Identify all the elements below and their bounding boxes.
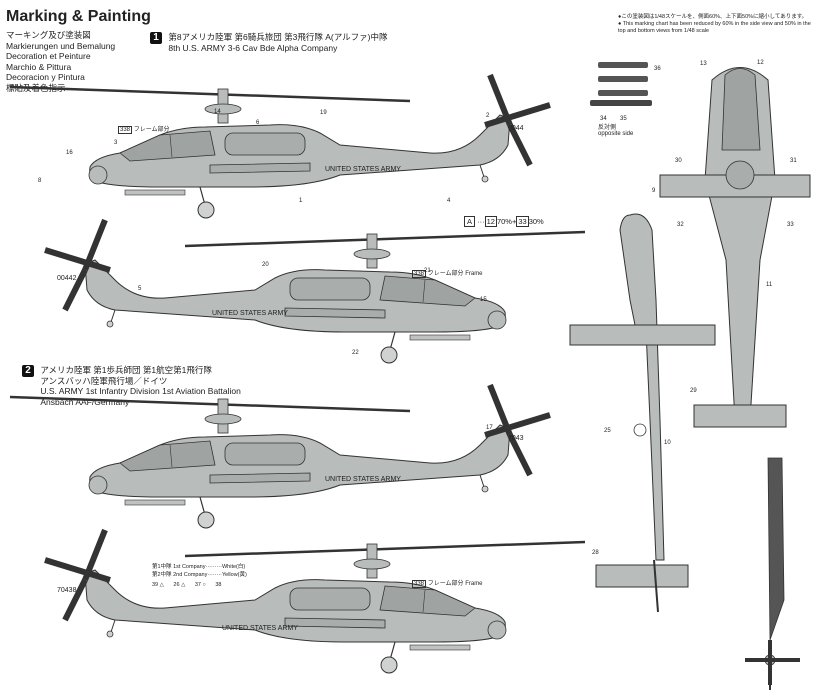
callout-28: 28 — [592, 550, 599, 556]
color-code-a: A — [464, 216, 476, 227]
scale-note: ●この塗装図は1/48スケールを、側面60%、上下面50%に縮小してあります。 … — [618, 14, 811, 35]
callout-25: 25 — [604, 428, 611, 434]
army-text-4: UNITED STATES ARMY — [222, 625, 298, 632]
frame-code-1: 338 — [118, 126, 133, 134]
subtitle-fr: Decoration et Peinture — [6, 51, 91, 61]
legend-num-38: 38 — [215, 582, 222, 588]
serial-2: 00442 — [57, 275, 77, 282]
callout-3: 3 — [114, 140, 118, 146]
subtitle-es: Decoracion y Pintura — [6, 72, 85, 82]
callout-2: 2 — [486, 113, 490, 119]
callout-15: 15 — [480, 297, 487, 303]
frame-jp-3: フレーム部分 — [427, 581, 464, 587]
side-view-3 — [10, 385, 550, 528]
callout-9: 9 — [652, 188, 656, 194]
color-33: 33 — [516, 216, 529, 227]
callout-33: 33 — [787, 222, 794, 228]
serial-1: 0044 — [508, 125, 524, 132]
callout-13: 13 — [700, 61, 707, 67]
callout-34: 34 — [600, 116, 607, 122]
callout-36: 36 — [654, 66, 661, 72]
plus-sign: + — [511, 217, 517, 226]
frame-en-2: Frame — [465, 271, 483, 277]
unit2-number: 2 — [22, 365, 34, 377]
callout-21: 21 — [424, 268, 431, 274]
frame-en-3: Frame — [465, 581, 483, 587]
frame-jp-2: フレーム部分 — [427, 271, 464, 277]
scale-note-jp: ●この塗装図は1/48スケールを、側面60%、上下面50%に縮小してあります。 — [618, 14, 808, 20]
legend-num-39: 39 — [152, 582, 159, 588]
side-view-4 — [45, 530, 585, 673]
side-view-1 — [10, 75, 550, 218]
unit1-jp: 第8アメリカ陸軍 第6騎兵旅団 第3飛行隊 A(アルファ)中隊 — [168, 32, 388, 42]
color-12-pct: 70% — [496, 217, 512, 226]
frame-code-2: 338 — [412, 270, 427, 278]
unit2-line-3: U.S. ARMY 1st Infantry Division 1st Avia… — [40, 386, 241, 396]
frame-label-2: 338 フレーム部分 Frame — [412, 268, 483, 278]
subtitle-jp: マーキング及び塗装図 — [6, 30, 91, 40]
serial-4: 70438 — [57, 587, 77, 594]
frame-label-3: 338 フレーム部分 Frame — [412, 578, 483, 588]
callout-30: 30 — [675, 158, 682, 164]
callout-1: 1 — [299, 198, 303, 204]
scale-note-en-2: top and bottom views from 1/48 scale — [618, 28, 710, 34]
army-text-1: UNITED STATES ARMY — [325, 166, 401, 173]
callout-32: 32 — [677, 222, 684, 228]
callout-6: 6 — [256, 120, 260, 126]
subtitle-it: Marchio & Pittura — [6, 61, 72, 72]
opposite-en: opposite side — [598, 131, 634, 137]
opposite-jp: 反対側 — [598, 125, 617, 131]
page-title: Marking & Painting — [6, 8, 151, 25]
scale-note-en-1: ● This marking chart has been reduced by… — [618, 21, 811, 27]
callout-16: 16 — [66, 150, 73, 156]
callout-35: 35 — [620, 116, 627, 122]
legend-row-2: 第2中隊 2nd Company········Yellow(黄) — [152, 572, 247, 578]
missile-inset — [590, 62, 652, 106]
color-33-pct: 30% — [528, 217, 544, 226]
unit1-en: 8th U.S. ARMY 3-6 Cav Bde Alpha Company — [168, 42, 338, 53]
legend-num-37: 37 — [194, 582, 201, 588]
unit1-number: 1 — [150, 32, 162, 44]
top-view — [659, 67, 811, 428]
callout-4: 4 — [447, 198, 451, 204]
callout-31: 31 — [790, 158, 797, 164]
unit2-header: 2 アメリカ陸軍 第1歩兵師団 第1航空第1飛行隊 アンスバッハ陸軍飛行場／ドイ… — [22, 365, 241, 407]
unit2-line-1: アメリカ陸軍 第1歩兵師団 第1航空第1飛行隊 — [40, 365, 212, 375]
bottom-view — [569, 213, 716, 613]
callout-14: 14 — [214, 109, 221, 115]
unit2-line-2: アンスバッハ陸軍飛行場／ドイツ — [40, 375, 168, 386]
color-12: 12 — [484, 216, 497, 227]
army-text-2: UNITED STATES ARMY — [212, 310, 288, 317]
legend-num-26: 26 — [173, 582, 180, 588]
company-legend: 第1中隊 1st Company·········White(白) 第2中隊 2… — [152, 563, 258, 599]
callout-17: 17 — [486, 425, 493, 431]
callout-10: 10 — [664, 440, 671, 446]
side-view-2 — [45, 220, 585, 363]
frame-code-3: 338 — [412, 580, 427, 588]
callout-5: 5 — [138, 286, 142, 292]
callout-20: 20 — [262, 262, 269, 268]
subtitle-de: Markierungen und Bemalung — [6, 40, 116, 51]
callout-22: 22 — [352, 350, 359, 356]
callout-12: 12 — [757, 60, 764, 66]
legend-row-1: 第1中隊 1st Company·········White(白) — [152, 564, 246, 570]
unit2-line-4: Ansbach AAF/Germany — [40, 396, 130, 407]
callout-8: 8 — [38, 178, 42, 184]
unit1-header: 1 第8アメリカ陸軍 第6騎兵旅団 第3飛行隊 A(アルファ)中隊 8th U.… — [150, 32, 387, 53]
callout-11: 11 — [766, 282, 773, 288]
callout-19: 19 — [320, 110, 327, 116]
frame-jp-1: フレーム部分 — [133, 127, 170, 133]
opposite-side-label: 反対側 opposite side — [598, 122, 633, 137]
army-text-3: UNITED STATES ARMY — [325, 476, 401, 483]
callout-29: 29 — [690, 388, 697, 394]
rotor-blade-detail — [745, 457, 800, 690]
frame-label-1: 338 フレーム部分 — [118, 124, 170, 134]
serial-3: 7043 — [508, 435, 524, 442]
